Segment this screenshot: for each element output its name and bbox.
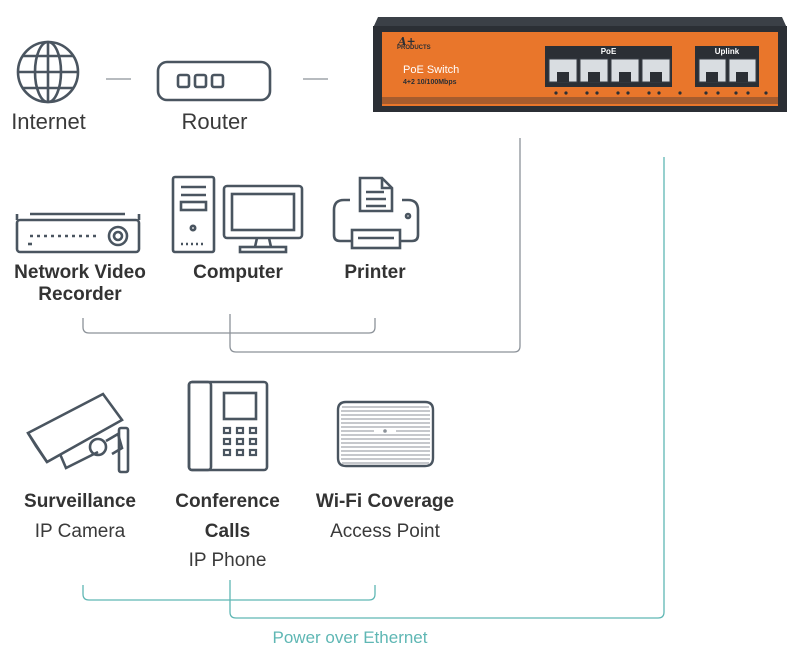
computer-icon (171, 175, 304, 254)
data-connection-lines (82, 78, 521, 353)
internet-label: Internet (11, 109, 86, 134)
switch-logo-mark: A+ (397, 35, 416, 48)
switch-uplink-label: Uplink (714, 47, 740, 56)
access-point-icon (336, 400, 435, 468)
poe-switch-device: A+ (373, 17, 787, 112)
ip-phone-icon (187, 380, 269, 472)
nvr-label-line2: Recorder (38, 284, 122, 305)
switch-brand-text: PRODUCTS (397, 45, 431, 51)
poe-ports (548, 58, 671, 83)
access-point-label-line2: Access Point (330, 521, 440, 542)
router-label: Router (181, 109, 248, 134)
phone-label-line3: IP Phone (188, 550, 267, 571)
camera-label-line2: IP Camera (34, 521, 126, 542)
poe-devices-bracket (82, 585, 376, 601)
phone-label-line2: Calls (204, 521, 251, 542)
power-over-ethernet-caption: Power over Ethernet (272, 628, 428, 647)
wired-devices-bracket (82, 318, 376, 334)
poe-to-switch-line (229, 157, 665, 619)
surveillance-camera-icon (26, 392, 130, 474)
phone-label-line1: Conference (175, 491, 280, 512)
printer-label: Printer (344, 262, 406, 283)
nvr-label-line1: Network Video (14, 262, 146, 283)
globe-icon (16, 40, 80, 104)
switch-poe-label: PoE (600, 47, 617, 56)
computer-label: Computer (193, 262, 283, 283)
uplink-ports (698, 58, 757, 83)
wired-to-switch-line (229, 138, 521, 353)
access-point-label-line1: Wi-Fi Coverage (315, 491, 455, 512)
poe-connection-lines (82, 157, 665, 619)
switch-name: PoE Switch (403, 64, 460, 76)
router-icon (156, 60, 272, 102)
status-leds (554, 91, 768, 95)
switch-spec: 4+2 10/100Mbps (403, 79, 457, 86)
camera-label-line1: Surveillance (24, 491, 136, 512)
network-video-recorder-icon (15, 212, 141, 254)
printer-icon (332, 176, 420, 250)
